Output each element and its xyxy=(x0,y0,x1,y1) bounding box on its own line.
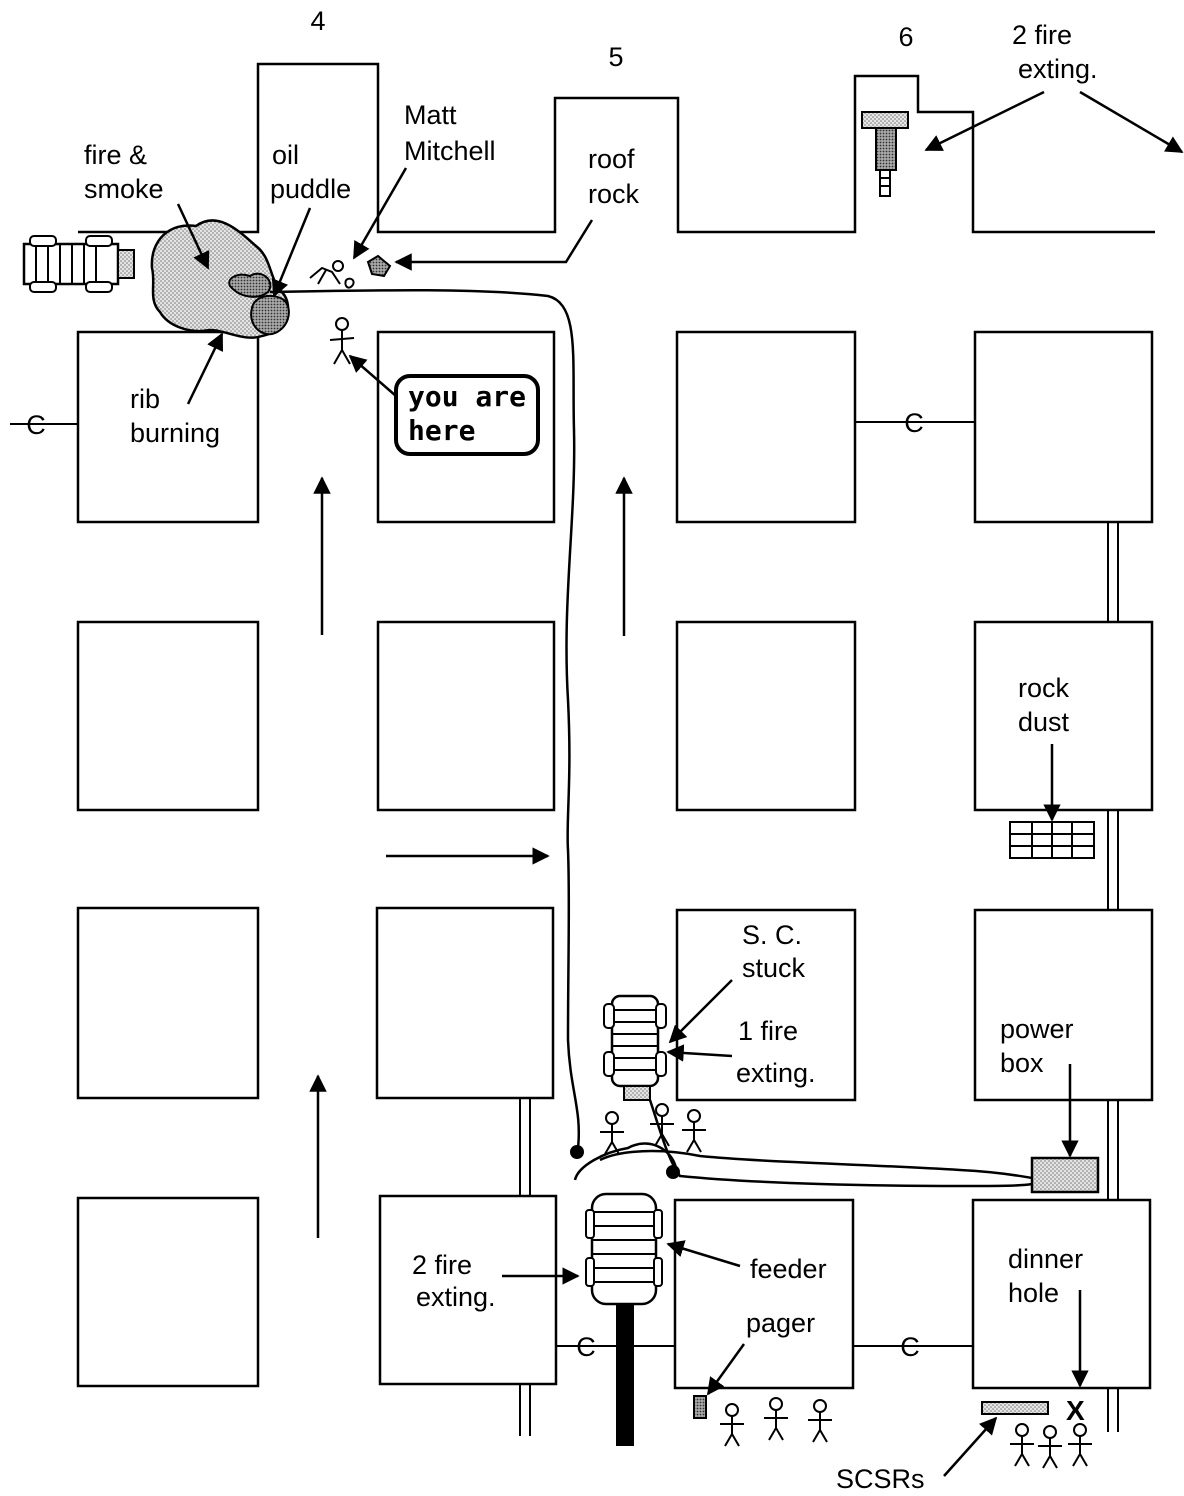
pillar xyxy=(76,1196,260,1388)
label-arrow xyxy=(352,167,408,260)
you-are-here-box xyxy=(394,374,540,456)
pillar xyxy=(973,620,1154,812)
curtains: C C C C xyxy=(10,408,975,1362)
one-fire-exting-label: 1 fire xyxy=(738,1016,798,1046)
label-arrow xyxy=(186,332,224,405)
you-are-here-label: here xyxy=(408,414,475,447)
fire-exting-bottom-label: exting. xyxy=(416,1282,496,1312)
pillar xyxy=(375,906,555,1100)
label-arrow xyxy=(271,207,312,298)
miner-figure xyxy=(1010,1423,1034,1467)
pillar xyxy=(973,908,1154,1102)
label-arrow xyxy=(348,354,397,397)
victim-figure xyxy=(309,260,355,289)
scsrs-label: SCSRs xyxy=(836,1464,925,1494)
one-fire-exting-label: exting. xyxy=(736,1058,816,1088)
pager-label: pager xyxy=(746,1308,815,1338)
oil-puddle-label: puddle xyxy=(270,174,351,204)
label-arrow xyxy=(1079,90,1184,154)
label-arrow xyxy=(943,1416,998,1477)
miner-figure xyxy=(764,1397,788,1441)
pillar xyxy=(673,1198,855,1390)
dinner-hole-label: dinner xyxy=(1008,1244,1083,1274)
power-box-label: box xyxy=(1000,1048,1044,1078)
you-are-here-person-icon xyxy=(329,317,355,365)
working-face-outline xyxy=(78,62,1155,234)
curtain-mark: C xyxy=(900,1332,920,1362)
miner-figure xyxy=(720,1403,744,1447)
pillar xyxy=(76,330,260,524)
pillar xyxy=(76,906,260,1100)
pillar xyxy=(675,620,857,812)
pager-icon xyxy=(693,1395,707,1419)
rib-burning-label: burning xyxy=(130,418,220,448)
label-arrow xyxy=(666,1044,733,1062)
feeder-label: feeder xyxy=(750,1254,827,1284)
miner-figure xyxy=(808,1399,832,1443)
fire-exting-top-label: exting. xyxy=(1018,54,1098,84)
feeder-icon xyxy=(585,1192,663,1446)
label-arrow xyxy=(666,1240,741,1268)
power-cable xyxy=(648,1099,1033,1188)
hose-connection-dot xyxy=(666,1165,680,1179)
roof-rock-label: rock xyxy=(588,179,640,209)
miner-figure xyxy=(1068,1423,1092,1467)
pillar xyxy=(376,620,556,812)
fire-exting-top-label: 2 fire xyxy=(1012,20,1072,50)
miner-figures xyxy=(600,1103,1092,1469)
oil-puddle-label: oil xyxy=(272,140,299,170)
curtain-mark: C xyxy=(26,410,46,440)
track-lines xyxy=(519,522,1119,1436)
machine-top-left xyxy=(22,235,135,293)
label-arrow xyxy=(706,1343,746,1396)
miner-figure xyxy=(682,1109,706,1153)
miner-figure xyxy=(650,1103,674,1147)
fire-extinguisher-icon xyxy=(861,111,909,197)
fire-hose-line xyxy=(269,288,581,1149)
curtain-mark: C xyxy=(904,408,924,438)
label-arrow xyxy=(394,219,594,271)
entry-number-6: 6 xyxy=(898,22,913,52)
scsrs-icon xyxy=(981,1401,1049,1415)
fire-hose-line xyxy=(573,1142,678,1181)
miner-figure xyxy=(600,1111,624,1155)
pillar xyxy=(973,330,1154,524)
miner-figure xyxy=(1038,1425,1062,1469)
curtain-mark: C xyxy=(576,1332,596,1362)
rock-dust-bags-icon xyxy=(1009,821,1095,859)
sc-stuck-label: stuck xyxy=(742,953,806,983)
roof-rock-chunk xyxy=(366,254,392,278)
matt-mitchell-label: Matt xyxy=(404,100,457,130)
sc-stuck-label: S. C. xyxy=(742,920,802,950)
x-mark: X xyxy=(1066,1395,1085,1426)
fire-smoke-label: smoke xyxy=(84,174,164,204)
label-arrow xyxy=(924,90,1045,152)
oil-puddle-blob xyxy=(228,272,272,298)
shuttle-car-icon xyxy=(603,994,667,1101)
pillar xyxy=(378,1194,558,1386)
hose-connection-dot xyxy=(570,1145,584,1159)
entry-number-4: 4 xyxy=(310,6,325,36)
power-box-label: power xyxy=(1000,1014,1074,1044)
entry-number-5: 5 xyxy=(608,42,623,72)
roof-rock-label: roof xyxy=(588,144,635,174)
rib-burning-label: rib xyxy=(130,384,160,414)
power-cable xyxy=(599,1149,1033,1180)
power-box-icon xyxy=(1030,1156,1100,1194)
fire-smoke-label: fire & xyxy=(84,140,147,170)
dinner-hole-label: hole xyxy=(1008,1278,1059,1308)
pillar xyxy=(76,620,260,812)
rock-dust-label: rock xyxy=(1018,673,1070,703)
you-are-here-label: you are xyxy=(408,380,526,413)
pillar xyxy=(675,330,857,524)
label-arrow xyxy=(176,203,210,270)
oil-puddle-blob xyxy=(250,294,290,336)
pillar xyxy=(971,1198,1152,1390)
rock-dust-label: dust xyxy=(1018,707,1070,737)
fire-exting-bottom-label: 2 fire xyxy=(412,1250,472,1280)
matt-mitchell-label: Mitchell xyxy=(404,136,496,166)
label-arrow xyxy=(668,979,733,1044)
